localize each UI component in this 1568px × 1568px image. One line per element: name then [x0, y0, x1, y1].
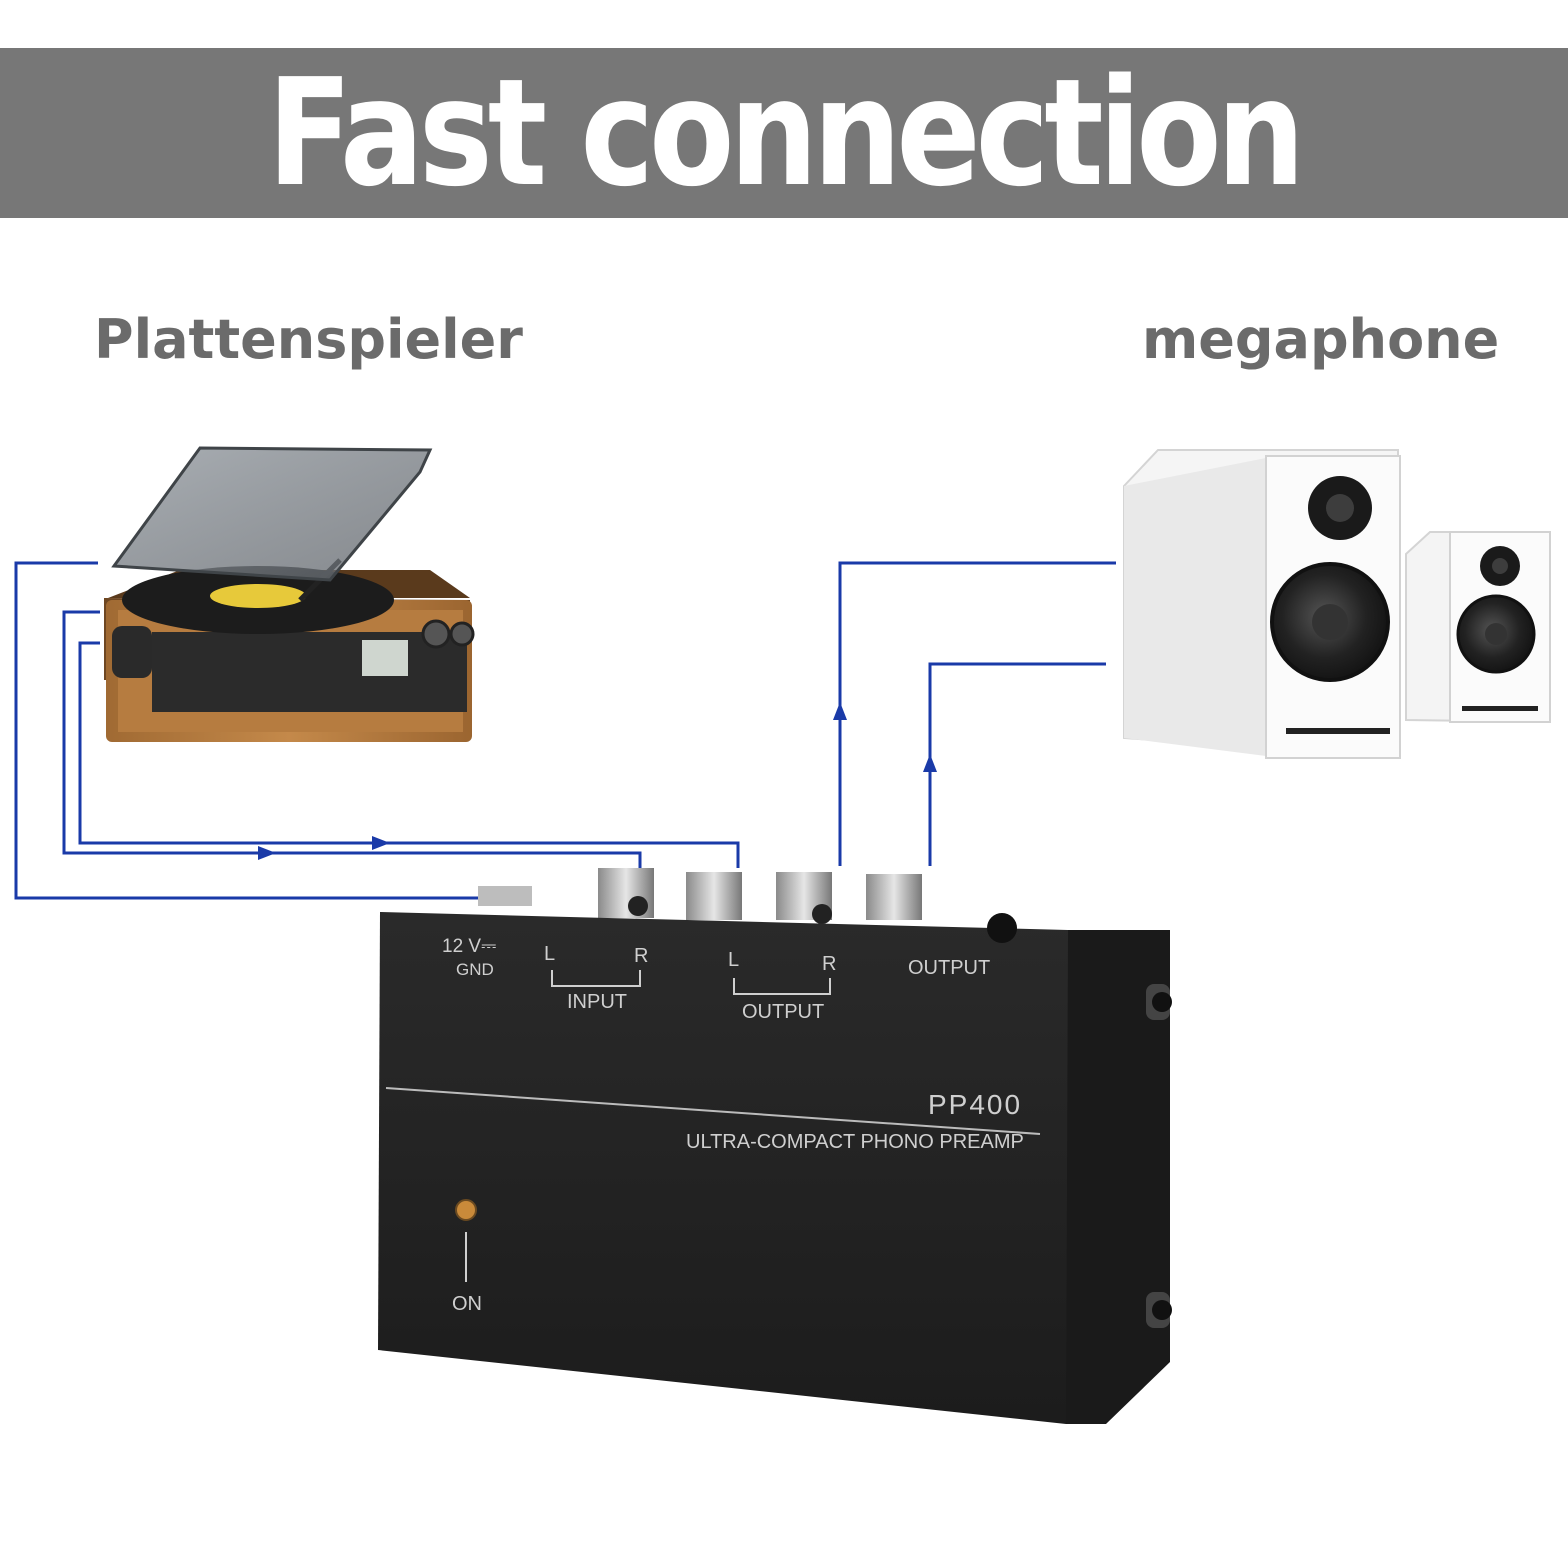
output-right-label: R — [822, 953, 836, 975]
description-label: ULTRA-COMPACT PHONO PREAMP — [686, 1131, 1024, 1153]
power-led-icon — [455, 1199, 477, 1221]
wires — [14, 561, 1116, 900]
gnd-label: GND — [456, 960, 494, 979]
wire-output-right — [928, 662, 1106, 866]
preamp-device: 12 V⎓ GND L R INPUT L R OUTPUT OUTPUT PP… — [378, 868, 1172, 1424]
turntable-label: Plattenspieler — [94, 308, 523, 371]
wire-output-left — [838, 561, 1116, 866]
on-label: ON — [452, 1293, 482, 1315]
output-left-label: L — [728, 949, 739, 971]
power-label: 12 V⎓ — [442, 936, 496, 957]
header-banner: Fast connection — [0, 48, 1568, 218]
input-right-label: R — [634, 945, 648, 967]
input-jack-right — [686, 872, 742, 920]
input-left-label: L — [544, 943, 555, 965]
arrow-right-icon — [372, 836, 390, 850]
turntable-icon — [104, 446, 475, 742]
arrow-up-icon — [923, 754, 937, 772]
output2-label: OUTPUT — [908, 957, 990, 979]
arrows — [258, 702, 937, 860]
output-jack-right — [866, 874, 922, 920]
speakers-icon — [1123, 449, 1552, 759]
output-label: OUTPUT — [742, 1001, 824, 1023]
arrow-right-icon — [258, 846, 276, 860]
input-label: INPUT — [567, 991, 627, 1013]
speakers-label: megaphone — [1142, 308, 1500, 371]
model-label: PP400 — [928, 1089, 1022, 1120]
wire-input-right — [78, 641, 740, 868]
wire-input-left — [62, 610, 642, 868]
page-title: Fast connection — [267, 47, 1306, 219]
power-port — [478, 886, 532, 906]
wire-ground — [14, 561, 484, 900]
arrow-up-icon — [833, 702, 847, 720]
